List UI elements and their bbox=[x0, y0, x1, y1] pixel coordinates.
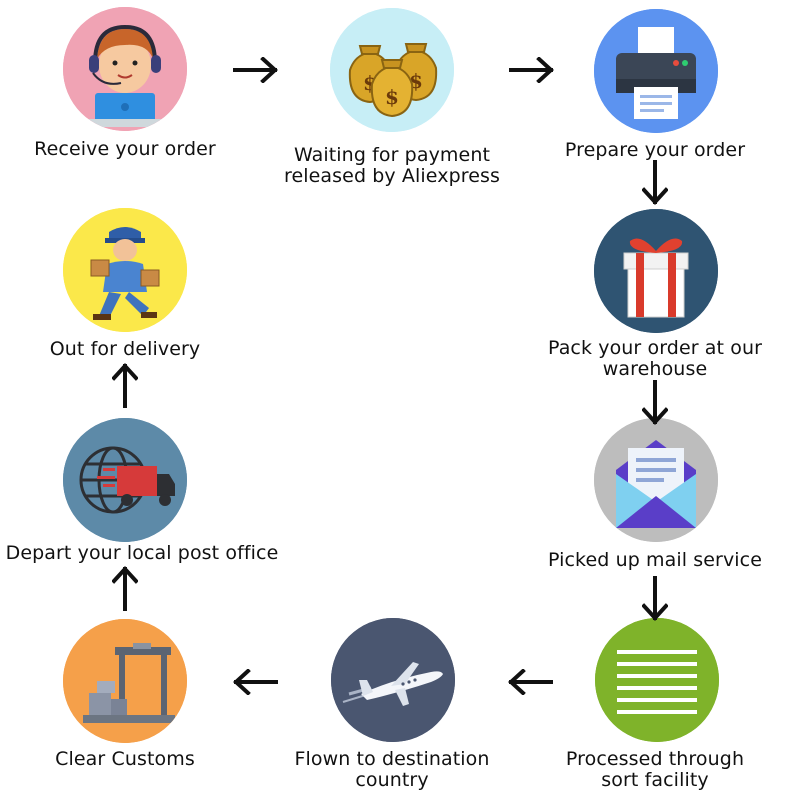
arrow-left-2 bbox=[232, 669, 278, 695]
flown-circle bbox=[331, 618, 455, 742]
sort-lines-icon bbox=[595, 618, 719, 742]
pickup-label: Picked up mail service bbox=[547, 549, 763, 571]
customs-label: Clear Customs bbox=[55, 748, 195, 770]
prepare-order-circle bbox=[594, 9, 718, 133]
arrow-down-3 bbox=[642, 576, 668, 622]
svg-text:$: $ bbox=[385, 85, 399, 109]
arrow-left-1 bbox=[507, 669, 553, 695]
customs-scanner-icon bbox=[63, 619, 187, 743]
mail-envelope-icon bbox=[594, 418, 718, 542]
gift-box-icon bbox=[594, 209, 718, 333]
printer-icon bbox=[594, 9, 718, 133]
arrow-down-2 bbox=[642, 380, 668, 426]
receive-order-circle bbox=[63, 7, 187, 131]
delivery-man-icon bbox=[63, 208, 187, 332]
receive-order-label: Receive your order bbox=[34, 138, 216, 160]
airplane-icon bbox=[331, 618, 455, 742]
delivery-label: Out for delivery bbox=[49, 338, 201, 360]
sort-facility-label: Processed through sort facility bbox=[565, 748, 745, 791]
customs-circle bbox=[63, 619, 187, 743]
payment-circle: $ $ $ bbox=[330, 8, 454, 132]
arrow-right-1 bbox=[233, 57, 279, 83]
payment-label: Waiting for payment released by Aliexpre… bbox=[283, 144, 501, 187]
globe-truck-icon bbox=[63, 418, 187, 542]
flown-label: Flown to destination country bbox=[294, 748, 490, 791]
delivery-circle bbox=[63, 208, 187, 332]
arrow-down-1 bbox=[642, 160, 668, 206]
customer-service-agent-icon bbox=[63, 7, 187, 131]
pack-order-circle bbox=[594, 209, 718, 333]
arrow-right-2 bbox=[509, 57, 555, 83]
sort-facility-circle bbox=[595, 618, 719, 742]
arrow-up-2 bbox=[112, 362, 138, 408]
money-bags-icon: $ $ $ bbox=[330, 8, 454, 132]
prepare-order-label: Prepare your order bbox=[564, 139, 746, 161]
pickup-circle bbox=[594, 418, 718, 542]
depart-label: Depart your local post office bbox=[5, 542, 279, 564]
depart-circle bbox=[63, 418, 187, 542]
pack-order-label: Pack your order at our warehouse bbox=[547, 337, 762, 380]
arrow-up-1 bbox=[112, 565, 138, 611]
